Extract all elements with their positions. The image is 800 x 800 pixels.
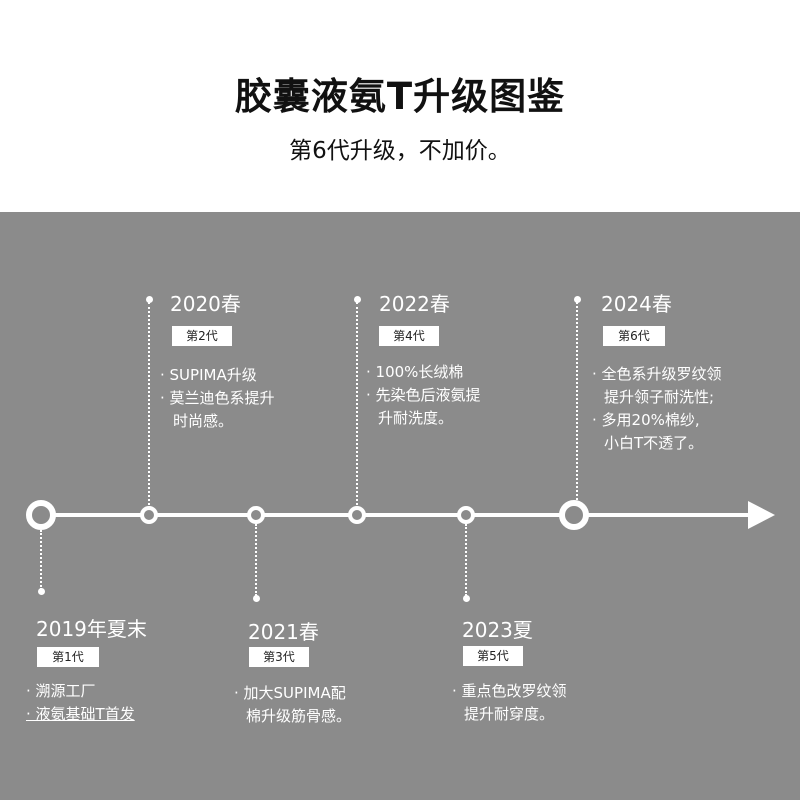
feature-list-2023: · 重点色改罗纹领 提升耐穿度。 xyxy=(452,680,567,726)
page-subtitle: 第6代升级，不加价。 xyxy=(289,138,511,164)
feature-list-2020: · SUPIMA升级 · 莫兰迪色系提升 时尚感。 xyxy=(160,364,275,433)
feature-line: · SUPIMA升级 xyxy=(160,366,257,384)
milestone-year-2019: 2019年夏末 xyxy=(36,617,147,641)
page-title: 胶囊液氨T升级图鉴 xyxy=(234,75,566,118)
feature-line: · 全色系升级罗纹领 xyxy=(592,365,722,383)
timeline-node-2023 xyxy=(457,506,475,524)
feature-line: · 先染色后液氨提 xyxy=(366,386,481,404)
connector-dot-2022 xyxy=(354,296,361,303)
generation-badge-2023: 第5代 xyxy=(463,646,523,666)
milestone-year-2023: 2023夏 xyxy=(462,618,533,642)
connector-line-2022 xyxy=(356,302,358,505)
connector-dot-2024 xyxy=(574,296,581,303)
milestone-year-2021: 2021春 xyxy=(248,620,319,644)
connector-dot-2023 xyxy=(463,595,470,602)
generation-badge-2021: 第3代 xyxy=(249,647,309,667)
feature-line: · 多用20%棉纱, xyxy=(592,411,700,429)
feature-line: · 液氨基础T首发 xyxy=(26,705,135,723)
generation-badge-2024: 第6代 xyxy=(603,326,665,346)
timeline-node-2024 xyxy=(559,500,589,530)
feature-line: 小白T不透了。 xyxy=(604,434,704,452)
feature-line: · 重点色改罗纹领 xyxy=(452,682,567,700)
feature-line: 时尚感。 xyxy=(173,412,234,430)
generation-badge-2022: 第4代 xyxy=(379,326,439,346)
connector-line-2020 xyxy=(148,302,150,505)
feature-line: 棉升级筋骨感。 xyxy=(246,707,352,725)
connector-line-2023 xyxy=(465,524,467,596)
milestone-year-2020: 2020春 xyxy=(170,292,241,316)
feature-line: · 莫兰迪色系提升 xyxy=(160,389,275,407)
timeline-node-2020 xyxy=(140,506,158,524)
feature-line: 提升耐穿度。 xyxy=(464,705,555,723)
feature-list-2021: · 加大SUPIMA配 棉升级筋骨感。 xyxy=(234,682,351,728)
timeline-axis xyxy=(30,513,755,517)
connector-dot-2021 xyxy=(253,595,260,602)
connector-line-2019 xyxy=(40,530,42,590)
feature-line: · 加大SUPIMA配 xyxy=(234,684,346,702)
connector-dot-2019 xyxy=(38,588,45,595)
feature-list-2022: · 100%长绒棉 · 先染色后液氨提 升耐洗度。 xyxy=(366,361,481,430)
feature-line: 提升领子耐洗性; xyxy=(604,388,715,406)
timeline-node-2022 xyxy=(348,506,366,524)
connector-line-2021 xyxy=(255,524,257,596)
header: 胶囊液氨T升级图鉴 第6代升级，不加价。 xyxy=(0,0,800,212)
feature-line: 升耐洗度。 xyxy=(378,409,454,427)
connector-dot-2020 xyxy=(146,296,153,303)
milestone-year-2022: 2022春 xyxy=(379,292,450,316)
feature-line: · 100%长绒棉 xyxy=(366,363,464,381)
feature-list-2024: · 全色系升级罗纹领 提升领子耐洗性; · 多用20%棉纱, 小白T不透了。 xyxy=(592,363,722,455)
timeline-arrow-icon xyxy=(748,501,775,529)
connector-line-2024 xyxy=(576,302,578,500)
timeline-node-2021 xyxy=(247,506,265,524)
timeline-node-2019 xyxy=(26,500,56,530)
generation-badge-2019: 第1代 xyxy=(37,647,99,667)
generation-badge-2020: 第2代 xyxy=(172,326,232,346)
feature-list-2019: · 溯源工厂 · 液氨基础T首发 xyxy=(26,680,135,726)
milestone-year-2024: 2024春 xyxy=(601,292,672,316)
timeline-panel xyxy=(0,212,800,800)
feature-line: · 溯源工厂 xyxy=(26,682,96,700)
